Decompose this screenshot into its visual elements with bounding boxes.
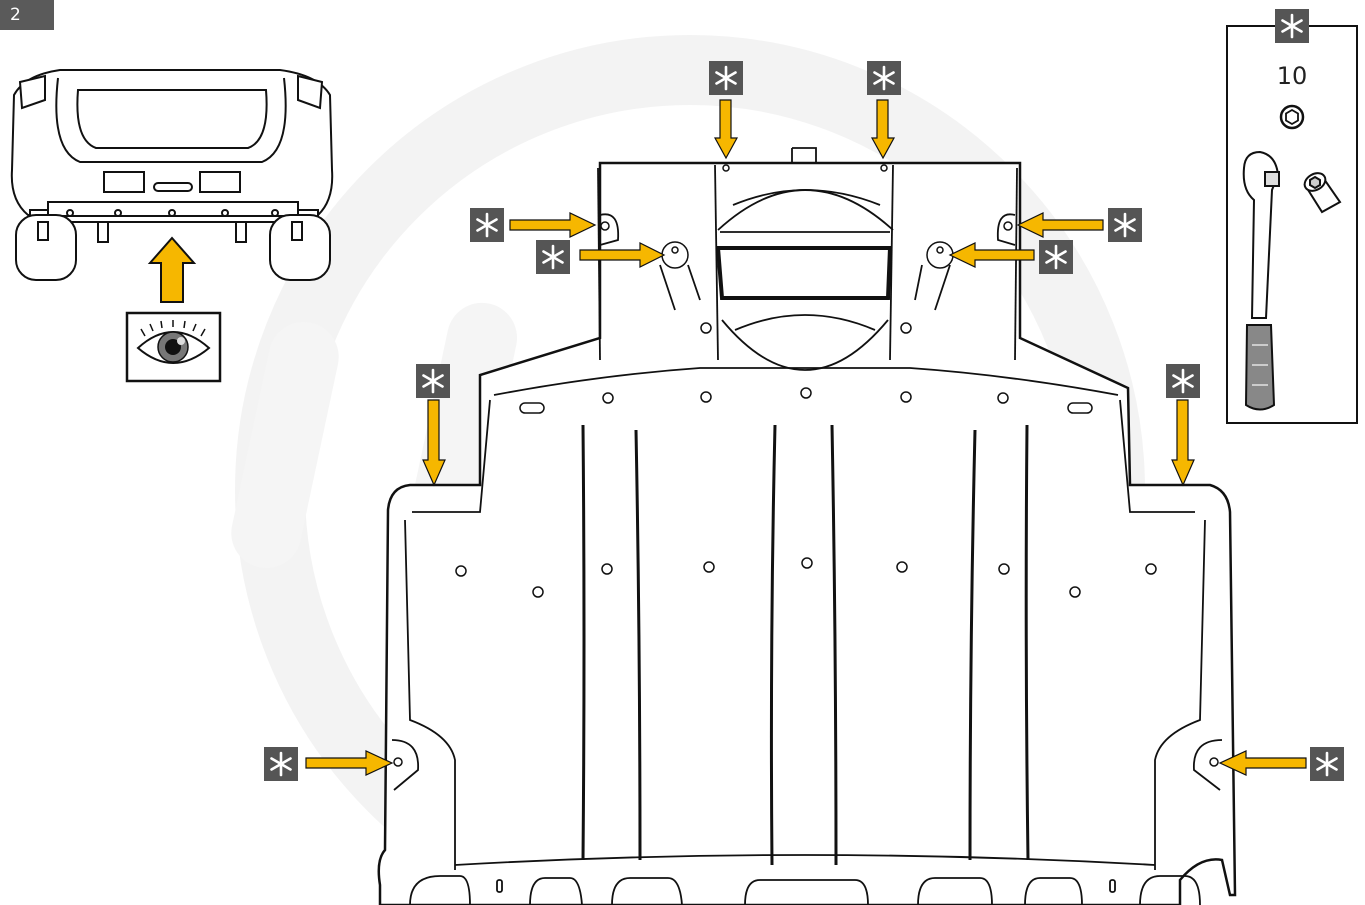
- hex-socket-icon: [1279, 104, 1305, 130]
- asterisk-icon: [1164, 362, 1202, 400]
- asterisk-icon: [414, 362, 452, 400]
- ratchet-icon: [1242, 150, 1280, 411]
- undertray-details: [391, 147, 1223, 905]
- asterisk-icon: [534, 238, 572, 276]
- asterisk-icon: [1273, 7, 1311, 45]
- view-direction-arrow: [147, 236, 197, 303]
- asterisk-icon: [468, 206, 506, 244]
- fastener-arrows: [305, 99, 1307, 776]
- asterisk-icon: [1106, 206, 1144, 244]
- asterisk-icon: [1037, 238, 1075, 276]
- eye-icon: [125, 311, 222, 383]
- asterisk-icon: [1308, 745, 1346, 783]
- undertray-holes: [393, 164, 1219, 767]
- asterisk-icon: [262, 745, 300, 783]
- tool-size-label: 10: [1277, 62, 1308, 90]
- asterisk-icon: [865, 59, 903, 97]
- socket-icon: [1303, 172, 1342, 214]
- step-number: 2: [0, 0, 54, 30]
- vehicle-rear-view: [10, 69, 334, 281]
- asterisk-icon: [707, 59, 745, 97]
- tool-panel: 10: [1226, 7, 1358, 424]
- engine-undertray: [377, 161, 1237, 905]
